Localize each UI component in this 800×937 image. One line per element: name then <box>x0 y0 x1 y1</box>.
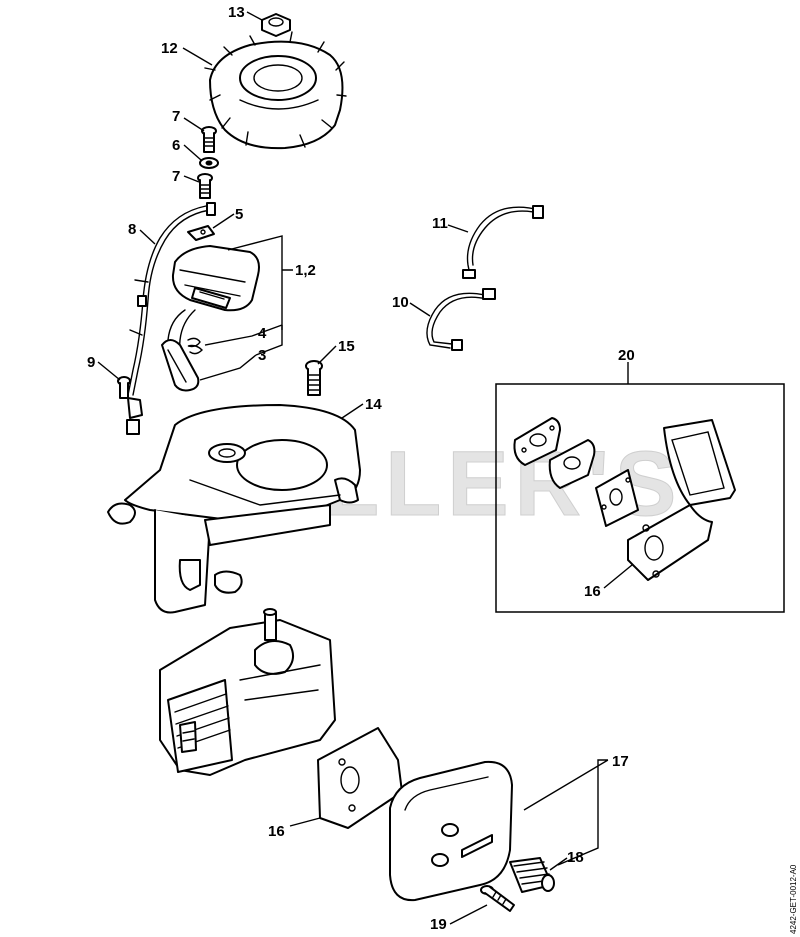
part-7-screw-upper[interactable] <box>201 126 217 153</box>
callout-labels: 13 12 7 6 7 5 8 1,2 4 3 9 15 14 11 10 20… <box>87 4 635 933</box>
callout-4: 4 <box>258 325 267 342</box>
callout-19: 19 <box>430 916 447 933</box>
callout-16-lower: 16 <box>268 823 285 840</box>
engine-crankcase <box>159 608 336 776</box>
part-12-flywheel[interactable] <box>204 31 347 150</box>
part-14-fan-housing[interactable] <box>107 404 361 614</box>
part-5-clip[interactable] <box>187 225 215 241</box>
callout-7-upper: 7 <box>172 108 180 125</box>
reference-code: 4242-GET-0012-A0 <box>789 864 798 934</box>
part-6-washer[interactable] <box>199 157 219 169</box>
callout-3: 3 <box>258 347 266 364</box>
part-4-spring[interactable] <box>187 337 203 355</box>
part-11-wire[interactable] <box>462 205 544 279</box>
callout-13: 13 <box>228 4 245 21</box>
callout-18: 18 <box>567 849 584 866</box>
leader-lines <box>97 11 633 925</box>
part-9-screw[interactable] <box>117 376 143 435</box>
part-19-screw[interactable] <box>480 885 515 912</box>
callout-12: 12 <box>161 40 178 57</box>
callout-15: 15 <box>338 338 355 355</box>
part-17-muffler[interactable] <box>389 760 513 902</box>
part-3-spark-boot[interactable] <box>161 339 200 392</box>
callout-11: 11 <box>432 215 448 232</box>
part-13-nut[interactable] <box>261 13 291 37</box>
part-18-spark-arrestor[interactable] <box>509 857 555 893</box>
callout-20: 20 <box>618 347 635 364</box>
kit-20-panel <box>495 383 785 613</box>
part-8-wire[interactable] <box>127 202 216 396</box>
callout-14: 14 <box>365 396 382 413</box>
callout-5: 5 <box>235 206 243 223</box>
callout-6: 6 <box>172 137 180 154</box>
callout-16-upper: 16 <box>584 583 601 600</box>
part-15-screw[interactable] <box>305 360 323 396</box>
kit-20-gaskets[interactable] <box>513 417 736 581</box>
callout-1-2: 1,2 <box>295 262 316 279</box>
callout-7-lower: 7 <box>172 168 180 185</box>
callout-17: 17 <box>612 753 629 770</box>
part-7-screw-lower[interactable] <box>197 173 213 199</box>
callout-8: 8 <box>128 221 136 238</box>
callout-10: 10 <box>392 294 409 311</box>
part-10-wire[interactable] <box>426 288 496 351</box>
part-1-2-ignition-module[interactable] <box>166 245 260 389</box>
callout-9: 9 <box>87 354 95 371</box>
